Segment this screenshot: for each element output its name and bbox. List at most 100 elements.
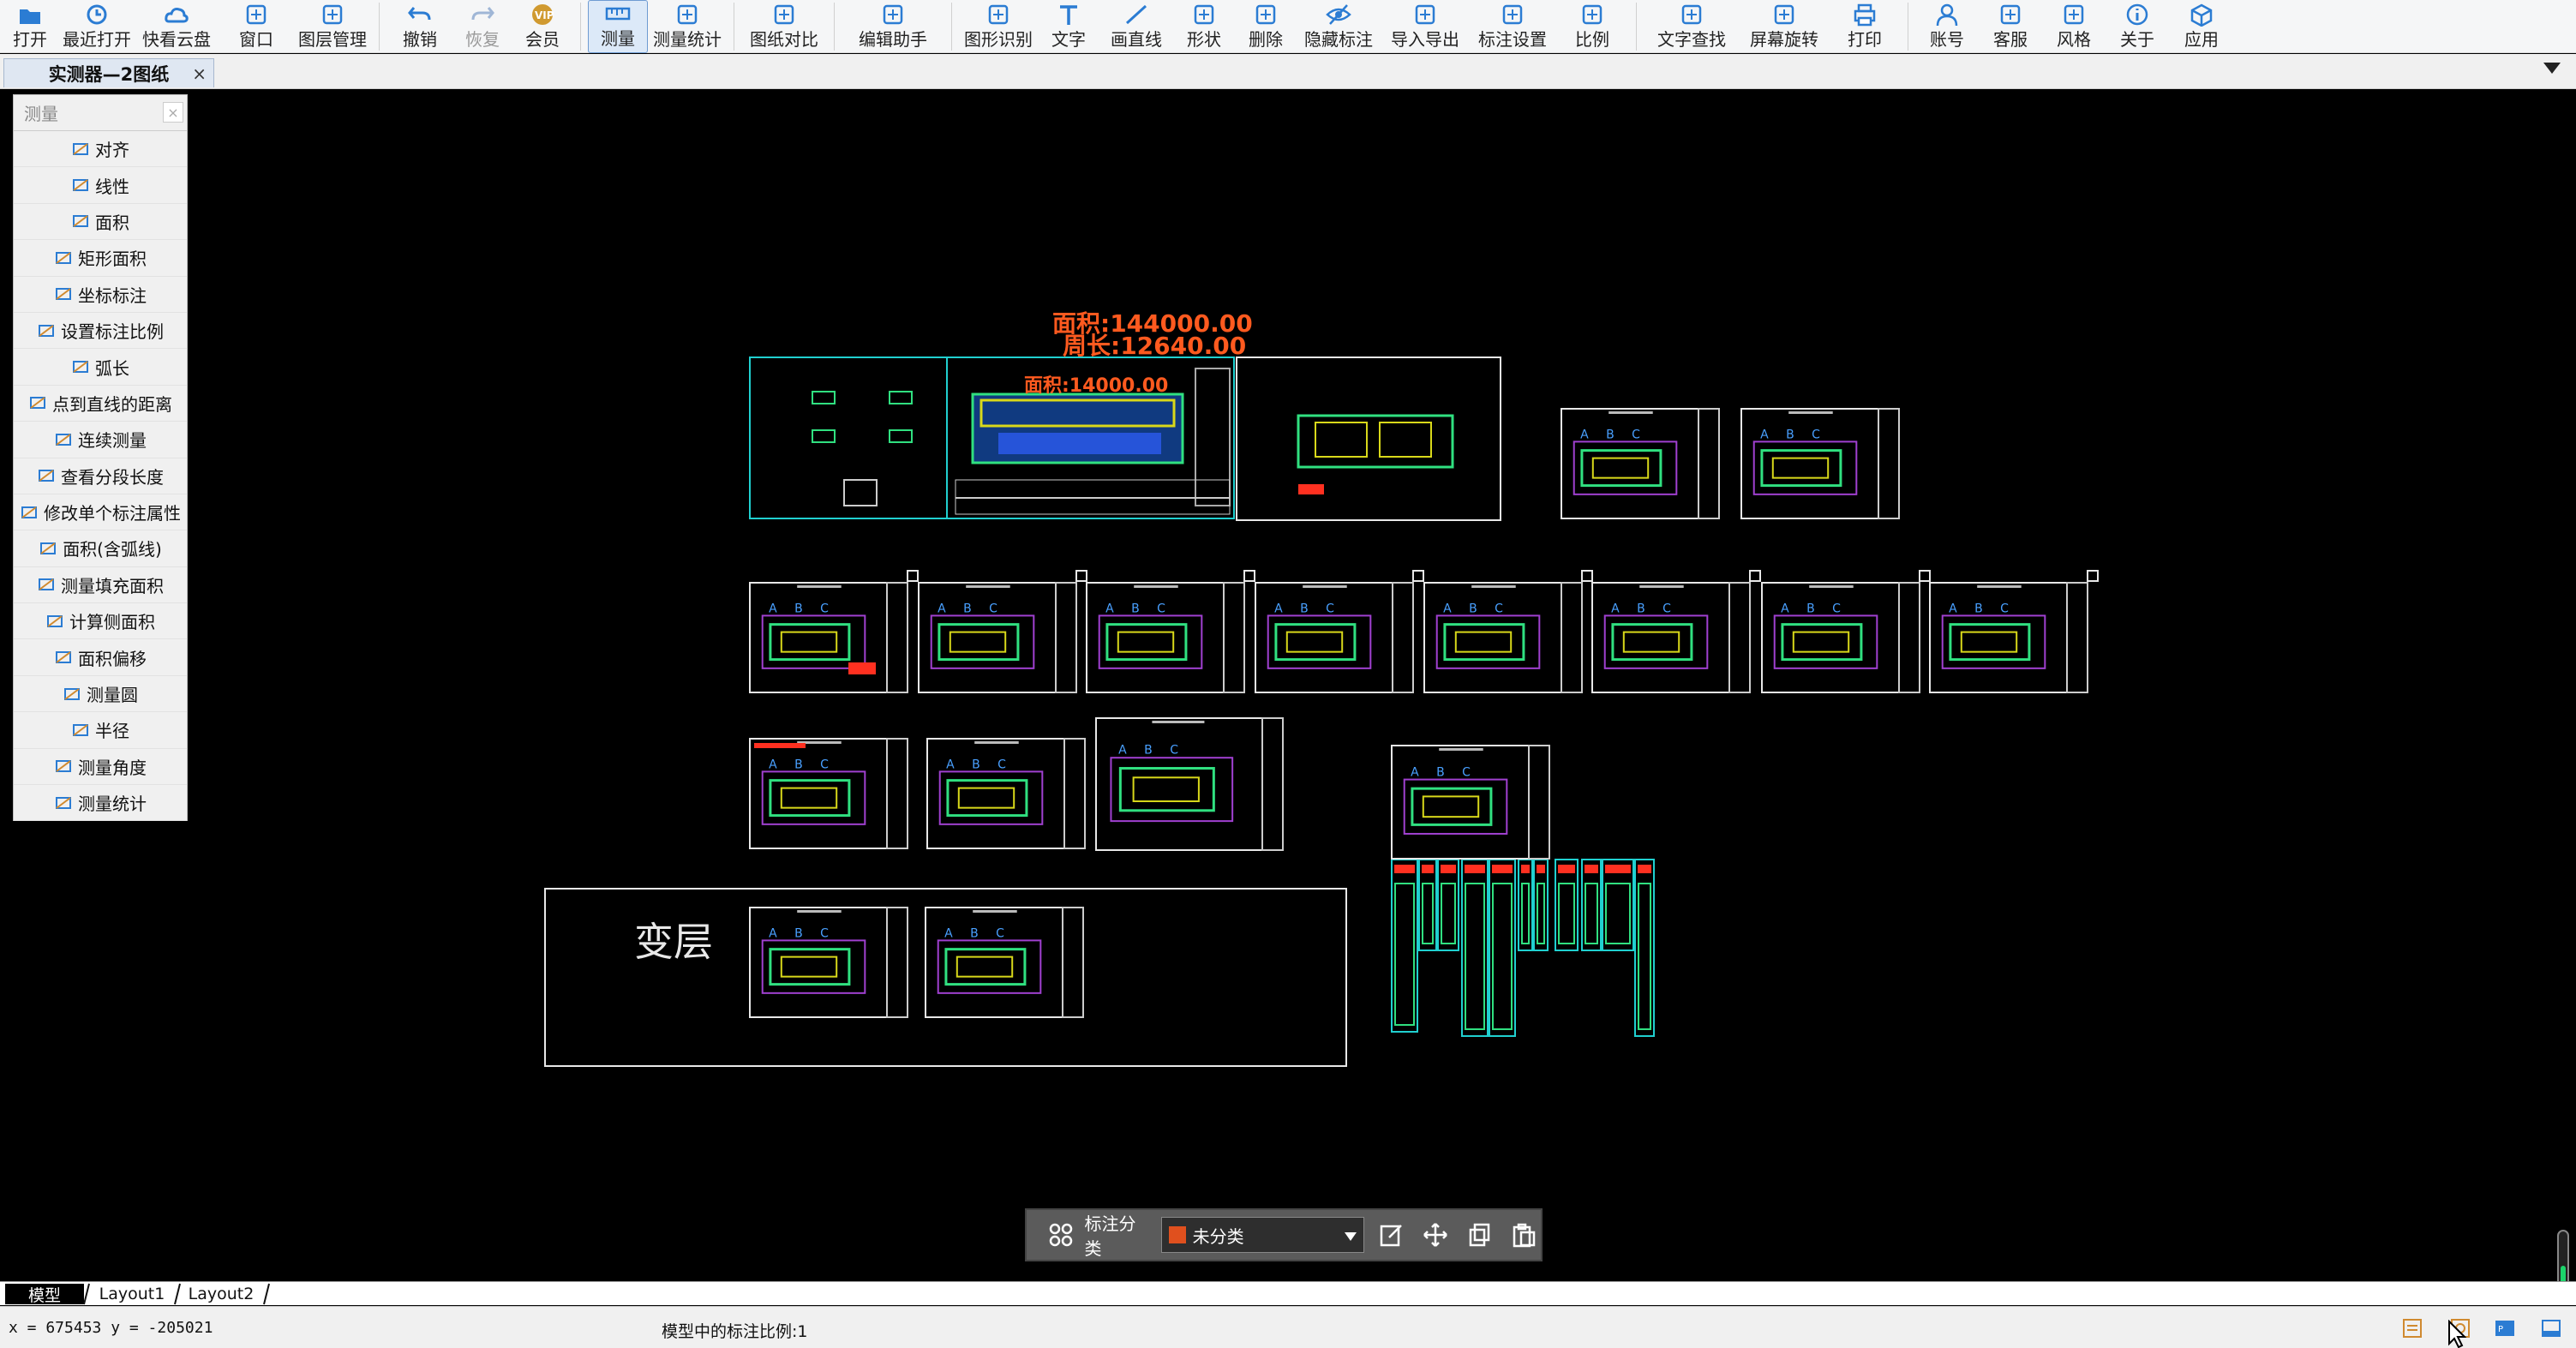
fullscreen-icon[interactable] <box>2540 1317 2562 1339</box>
detail-strip[interactable] <box>1489 859 1516 1037</box>
category-select[interactable]: 未分类 <box>1160 1217 1364 1253</box>
toolbar-shape-button[interactable]: 形状 <box>1173 0 1235 53</box>
sheet-thumbnail[interactable]: A B C <box>1255 570 1424 693</box>
toolbar-print-button[interactable]: 打印 <box>1829 0 1901 53</box>
sheet-thumbnail[interactable]: A B C <box>1591 570 1761 693</box>
toolbar-about-button[interactable]: 关于 <box>2106 0 2169 53</box>
measure-tool-align[interactable]: 对齐 <box>14 131 187 168</box>
measure-tool-stats[interactable]: 测量统计 <box>14 785 187 822</box>
sheet-thumbnail[interactable]: A B C <box>1391 745 1550 860</box>
toolbar-apps-button[interactable]: 应用 <box>2169 0 2234 53</box>
toolbar-measure-button[interactable]: 测量 <box>588 0 648 53</box>
detail-strip[interactable] <box>1437 859 1459 951</box>
measure-tool-linear[interactable]: 线性 <box>14 167 187 204</box>
toolbar-account-button[interactable]: 账号 <box>1915 0 1979 53</box>
detail-strip[interactable] <box>1634 859 1655 1037</box>
document-tab[interactable]: 实测器—2图纸 × <box>3 58 214 87</box>
measure-tool-coordinate[interactable]: 坐标标注 <box>14 277 187 313</box>
toolbar-find-button[interactable]: 文字查找 <box>1644 0 1740 53</box>
toolbar-text-button[interactable]: 文字 <box>1038 0 1099 53</box>
toolbar-hide-button[interactable]: 隐藏标注 <box>1297 0 1381 53</box>
measure-tool-offset[interactable]: 面积偏移 <box>14 639 187 676</box>
measure-tool-circle[interactable]: 测量圆 <box>14 676 187 713</box>
detail-strip[interactable] <box>1518 859 1533 951</box>
toolbar-ratio-button[interactable]: 比例 <box>1555 0 1629 53</box>
system-diagram-sheet[interactable] <box>1236 356 1501 521</box>
sheet-thumbnail[interactable]: A B C <box>749 570 919 693</box>
detail-strip[interactable] <box>1461 859 1489 1037</box>
toolbar-export-button[interactable]: 导入导出 <box>1381 0 1470 53</box>
grid-apps-icon[interactable] <box>1044 1218 1078 1252</box>
measure-tool-radius[interactable]: 半径 <box>14 712 187 749</box>
toolbar-cloud-button[interactable]: 快看云盘 <box>134 0 219 53</box>
sheet-thumbnail[interactable]: A B C <box>1929 570 2099 693</box>
floor-frame[interactable] <box>544 888 1347 1067</box>
measure-tool-edit-anno[interactable]: 修改单个标注属性 <box>14 494 187 531</box>
area-annotation[interactable]: 面积:144000.00 <box>1052 309 1253 338</box>
measure-tool-rect-area[interactable]: 矩形面积 <box>14 240 187 277</box>
toolbar-layers-button[interactable]: 图层管理 <box>293 0 372 53</box>
sheet-thumbnail[interactable]: A B C <box>1561 408 1720 519</box>
view-mode-icon[interactable]: P <box>2494 1317 2516 1339</box>
close-tab-icon[interactable]: × <box>192 63 207 84</box>
toolbar-support-button[interactable]: 客服 <box>1979 0 2042 53</box>
toolbar-style-button[interactable]: 风格 <box>2042 0 2106 53</box>
tab-menu-dropdown-icon[interactable] <box>2543 63 2561 74</box>
floor-plan-main-sheet[interactable] <box>946 356 1235 519</box>
detail-strip[interactable] <box>1602 859 1634 951</box>
measure-tool-segment[interactable]: 查看分段长度 <box>14 458 187 494</box>
tab-layout2[interactable]: Layout2 <box>188 1285 255 1303</box>
toolbar-compare-button[interactable]: 图纸对比 <box>741 0 827 53</box>
sheet-thumbnail[interactable]: A B C <box>1740 408 1900 519</box>
sheet-thumbnail[interactable]: A B C <box>749 907 908 1018</box>
measure-tool-area[interactable]: 面积 <box>14 204 187 241</box>
tab-layout1[interactable]: Layout1 <box>99 1285 165 1303</box>
sheet-thumbnail[interactable]: A B C <box>749 738 908 849</box>
drawing-canvas[interactable]: 面积:144000.00 周长:12640.00 面积:14000.00 变层 … <box>0 90 2576 1305</box>
close-panel-icon[interactable]: × <box>163 102 183 123</box>
detail-strip[interactable] <box>1581 859 1602 951</box>
measure-tool-point-line[interactable]: 点到直线的距离 <box>14 386 187 422</box>
toolbar-redo-button[interactable]: 恢复 <box>453 0 512 53</box>
measure-tool-scale[interactable]: 设置标注比例 <box>14 313 187 350</box>
copy-icon[interactable] <box>1463 1218 1497 1252</box>
toolbar-window-button[interactable]: 窗口 <box>219 0 293 53</box>
toolbar-measure-stats-button[interactable]: 测量统计 <box>648 0 727 53</box>
measure-tool-fill-area[interactable]: 测量填充面积 <box>14 567 187 604</box>
inner-area-annotation[interactable]: 面积:14000.00 <box>1024 375 1168 397</box>
sheet-thumbnail[interactable]: A B C <box>1086 570 1255 693</box>
sheet-thumbnail[interactable]: A B C <box>918 570 1087 693</box>
measure-tool-angle[interactable]: 测量角度 <box>14 749 187 786</box>
move-icon[interactable] <box>1418 1218 1453 1252</box>
perimeter-annotation[interactable]: 周长:12640.00 <box>1063 332 1246 360</box>
toolbar-undo-button[interactable]: 撤销 <box>386 0 453 53</box>
measure-tool-arc[interactable]: 弧长 <box>14 349 187 386</box>
measure-tool-arc-area[interactable]: 面积(含弧线) <box>14 530 187 567</box>
layers-status-icon[interactable] <box>2401 1317 2423 1339</box>
measure-tool-side-area[interactable]: 计算侧面积 <box>14 603 187 640</box>
measure-tool-continuous[interactable]: 连续测量 <box>14 422 187 458</box>
edit-icon[interactable] <box>1375 1218 1409 1252</box>
toolbar-recognize-button[interactable]: 图形识别 <box>959 0 1038 53</box>
site-plan-sheet[interactable] <box>749 356 948 519</box>
sheet-thumbnail[interactable]: A B C <box>925 907 1084 1018</box>
paste-icon[interactable] <box>1507 1218 1541 1252</box>
detail-strip[interactable] <box>1418 859 1437 951</box>
sheet-thumbnail[interactable]: A B C <box>1423 570 1593 693</box>
sheet-thumbnail[interactable]: A B C <box>1761 570 1931 693</box>
toolbar-open-button[interactable]: 打开 <box>0 0 60 53</box>
detail-strip[interactable] <box>1533 859 1549 951</box>
detail-strip[interactable] <box>1391 859 1418 1033</box>
toolbar-recent-button[interactable]: 最近打开 <box>60 0 134 53</box>
toolbar-assistant-button[interactable]: 编辑助手 <box>842 0 944 53</box>
toolbar-rotate-button[interactable]: 屏幕旋转 <box>1740 0 1829 53</box>
sheet-thumbnail[interactable]: A B C <box>1095 717 1284 851</box>
tab-model[interactable]: 模型 <box>5 1284 84 1305</box>
toolbar-line-button[interactable]: 画直线 <box>1099 0 1173 53</box>
sheet-thumbnail[interactable]: A B C <box>926 738 1086 849</box>
detail-strip[interactable] <box>1555 859 1579 951</box>
toolbar-anno-settings-button[interactable]: 标注设置 <box>1470 0 1555 53</box>
toolbar-delete-button[interactable]: 删除 <box>1235 0 1297 53</box>
